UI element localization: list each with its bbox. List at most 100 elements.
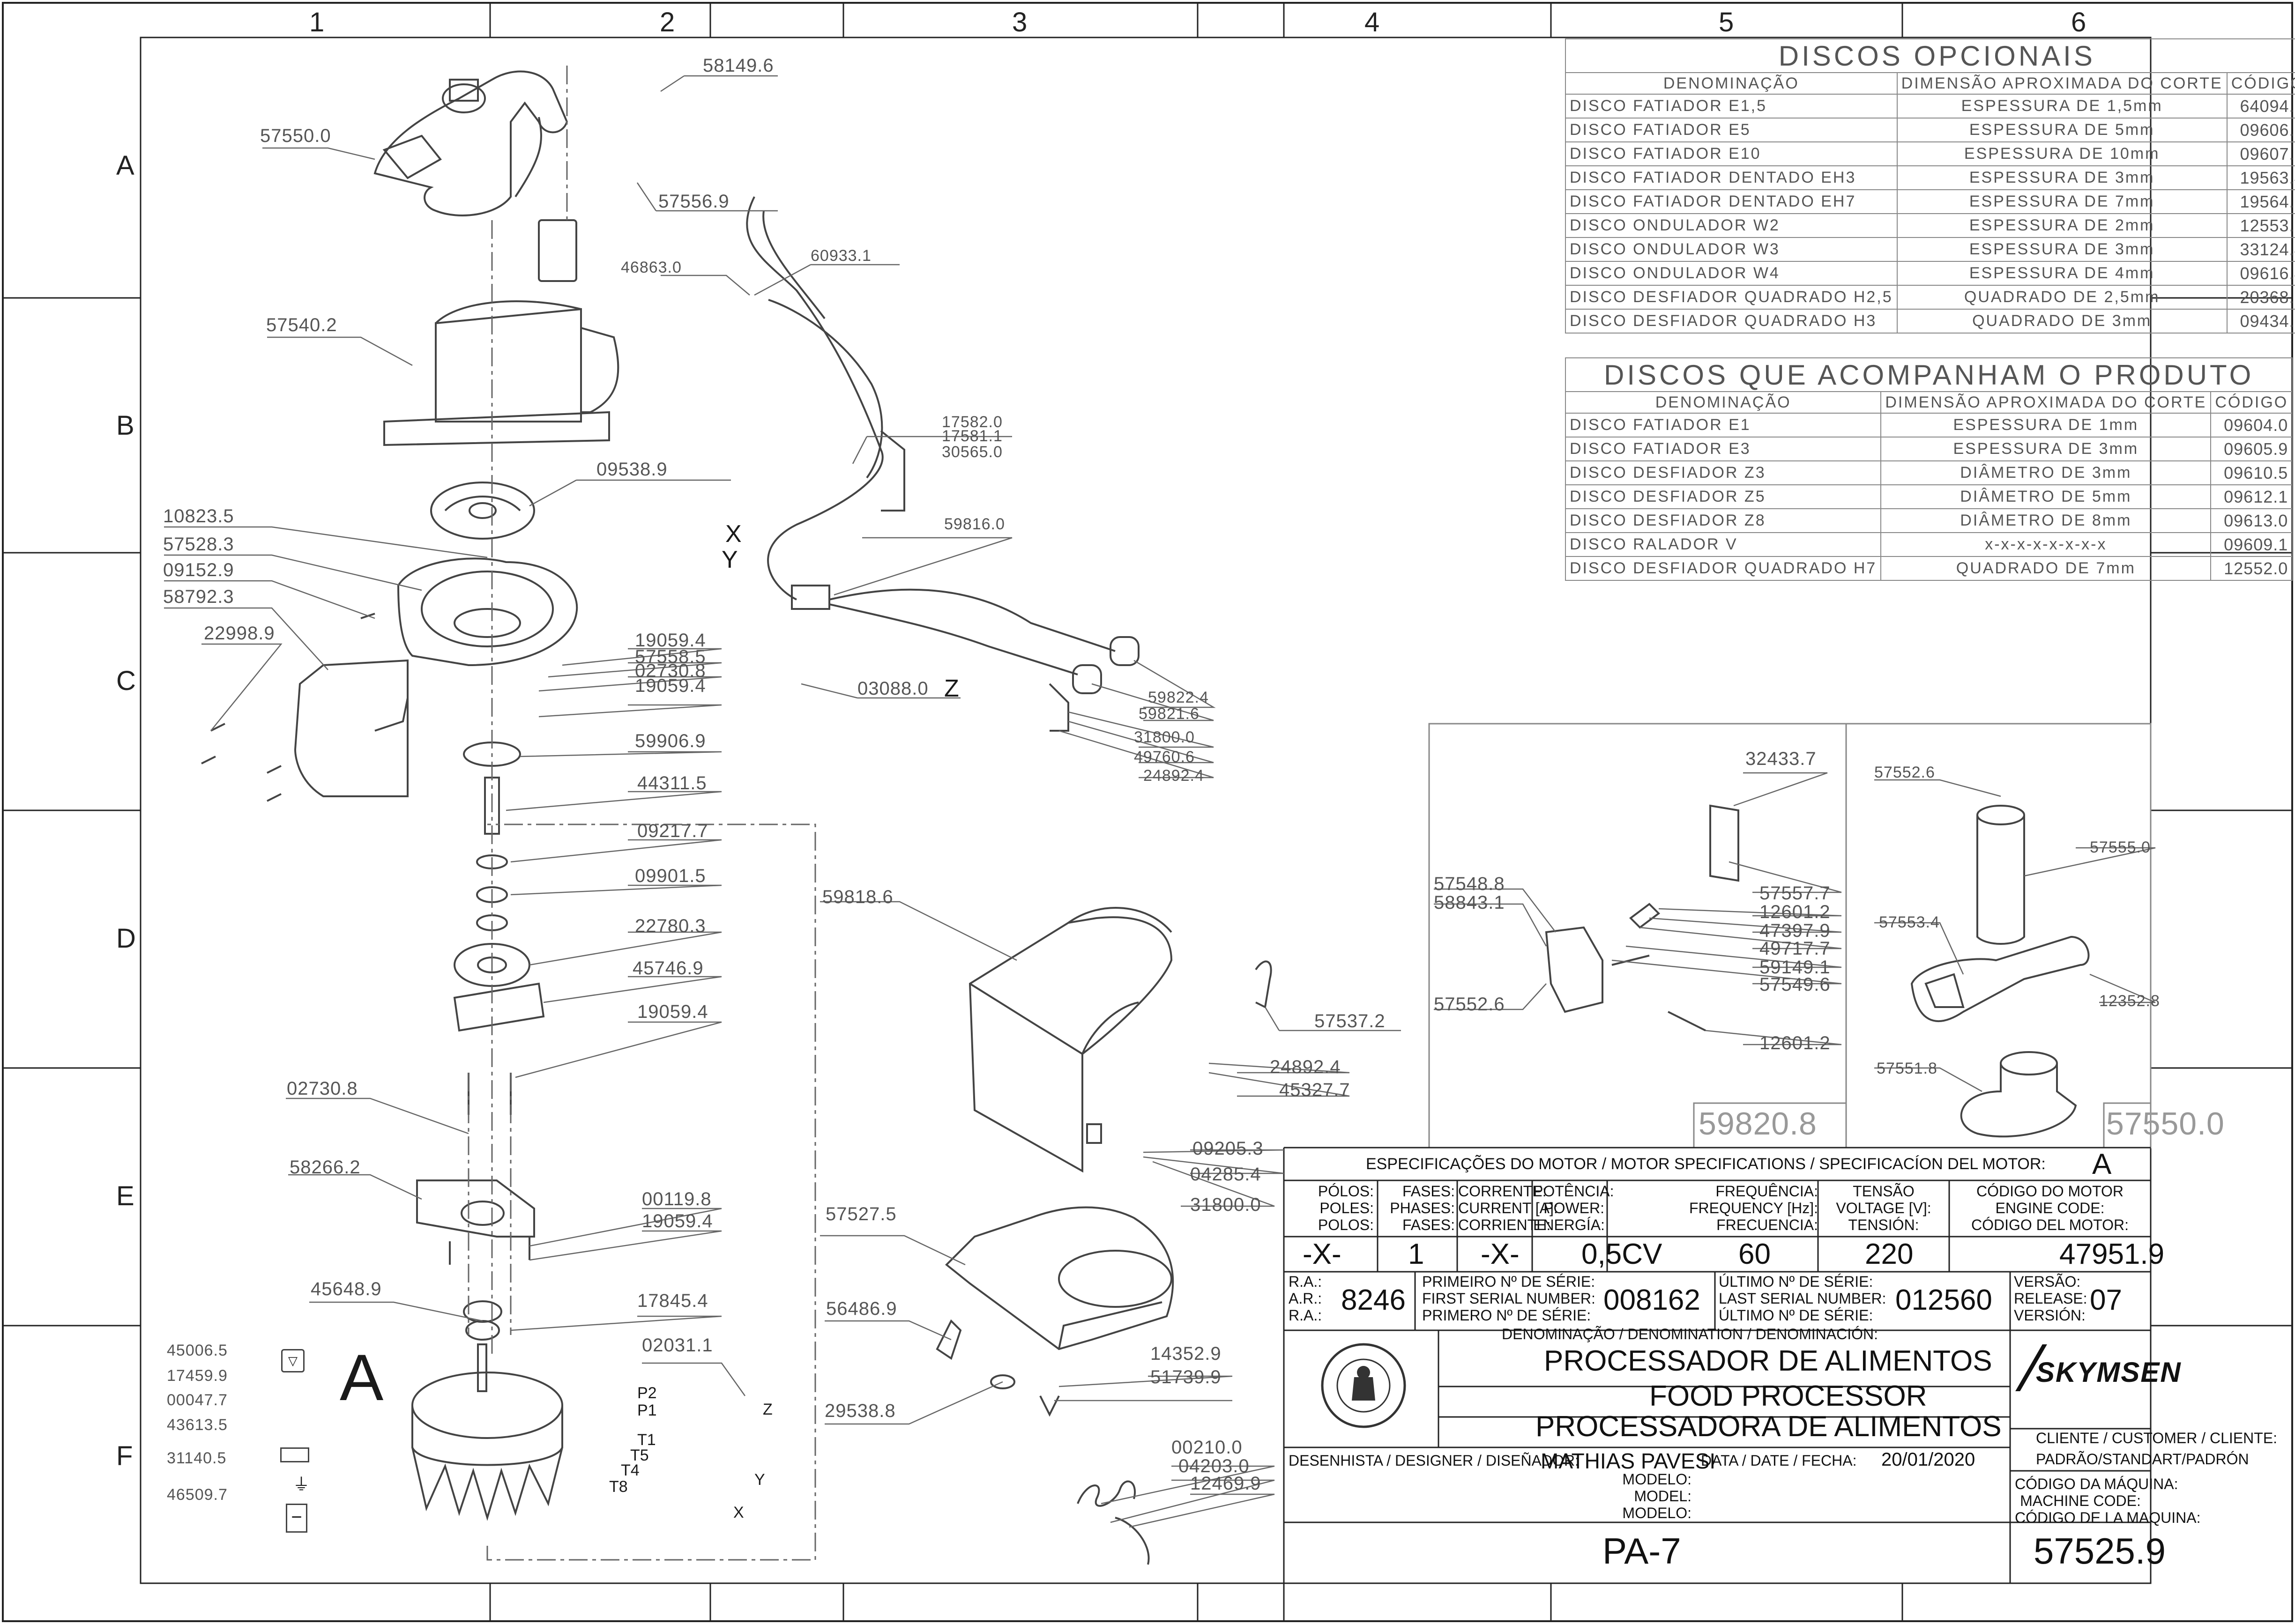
part-label: 46509.7 bbox=[167, 1486, 228, 1504]
included-discs-cell: DIÂMETRO DE 3mm bbox=[1880, 460, 2212, 485]
label-tag-icon bbox=[280, 1447, 309, 1462]
grid-row-c: C bbox=[116, 666, 136, 696]
poles-label: PÓLOS: POLES: POLOS: bbox=[1318, 1183, 1374, 1233]
included-discs-header-cell: DIMENSÃO APROXIMADA DO CORTE bbox=[1880, 391, 2212, 414]
current-label: CORRENTE: CURRENT [A]: CORRIENTE: bbox=[1458, 1183, 1558, 1233]
grid-row-b: B bbox=[116, 410, 134, 441]
part-label: 09217.7 bbox=[637, 821, 708, 841]
part-label: 24892.4 bbox=[1143, 767, 1204, 785]
part-label: 57548.8 bbox=[1434, 874, 1505, 894]
model-value: PA-7 bbox=[1602, 1530, 1681, 1572]
part-label: 24892.4 bbox=[1270, 1057, 1341, 1077]
grid-col-2: 2 bbox=[660, 7, 675, 37]
included-discs-header-cell: CÓDIGO bbox=[2210, 391, 2293, 414]
part-label: 57555.0 bbox=[2090, 838, 2151, 856]
optional-discs-cell: DISCO DESFIADOR QUADRADO H3 bbox=[1565, 309, 1898, 334]
part-label: 00210.0 bbox=[1171, 1437, 1243, 1458]
phases-label: FASES: PHASES: FASES: bbox=[1390, 1183, 1455, 1233]
product-name-es: PROCESSADORA DE ALIMENTOS bbox=[1535, 1410, 2002, 1443]
part-label: 30565.0 bbox=[942, 443, 1003, 461]
part-label: 00047.7 bbox=[167, 1391, 228, 1409]
optional-discs-cell: 09607.5 bbox=[2226, 141, 2295, 166]
wire-label-p1: P1 bbox=[637, 1402, 657, 1419]
part-label: 57553.4 bbox=[1879, 913, 1940, 931]
optional-discs-header-cell: DENOMINAÇÃO bbox=[1565, 72, 1898, 95]
part-label: 31800.0 bbox=[1190, 1194, 1261, 1215]
denomination-label: DENOMINAÇÃO / DENOMINATION / DENOMINACIÓ… bbox=[1502, 1326, 1878, 1342]
optional-discs-cell: DISCO FATIADOR DENTADO EH3 bbox=[1565, 165, 1898, 190]
stamp-icon bbox=[1321, 1343, 1406, 1428]
part-label: 19059.4 bbox=[635, 630, 706, 651]
current-value: -X- bbox=[1481, 1238, 1520, 1270]
grid-row-a: A bbox=[116, 150, 134, 181]
brand-logo: SKYMSEN bbox=[2036, 1357, 2182, 1388]
optional-discs-cell: ESPESSURA DE 4mm bbox=[1896, 261, 2228, 286]
optional-discs-cell: 19563.4 bbox=[2226, 165, 2295, 190]
optional-discs-cell: 33124.4 bbox=[2226, 237, 2295, 262]
optional-discs-cell: 64094.8 bbox=[2226, 94, 2295, 119]
minus-symbol-icon: − bbox=[286, 1504, 307, 1533]
wire-label-t1: T1 bbox=[637, 1431, 656, 1449]
part-label: 57540.2 bbox=[266, 315, 337, 335]
part-label: 31800.0 bbox=[1134, 728, 1195, 746]
included-discs-cell: 09613.0 bbox=[2210, 508, 2293, 533]
included-discs-cell: 12552.0 bbox=[2210, 556, 2293, 581]
ra-label: R.A.: A.R.: R.A.: bbox=[1289, 1273, 1322, 1324]
grid-row-d: D bbox=[116, 923, 136, 954]
frequency-value: 60 bbox=[1738, 1238, 1771, 1270]
included-discs-cell: DIÂMETRO DE 8mm bbox=[1880, 508, 2212, 533]
part-label: 57549.6 bbox=[1759, 974, 1831, 995]
part-label: 09901.5 bbox=[635, 866, 706, 886]
optional-discs-cell: 12553.9 bbox=[2226, 213, 2295, 238]
wire-label-z: Z bbox=[944, 675, 959, 702]
included-discs-cell: DISCO DESFIADOR Z3 bbox=[1565, 460, 1882, 485]
part-label: 59822.4 bbox=[1148, 689, 1209, 706]
part-label: 09205.3 bbox=[1192, 1138, 1264, 1159]
optional-discs-header-cell: CÓDIGO bbox=[2226, 72, 2295, 95]
machine-code-label: CÓDIGO DA MÁQUINA: MACHINE CODE: CÓDIGO … bbox=[2015, 1476, 2201, 1526]
last-serial-label: ÚLTIMO Nº DE SÉRIE: LAST SERIAL NUMBER: … bbox=[1719, 1273, 1886, 1324]
part-label: 43613.5 bbox=[167, 1416, 228, 1434]
authorized-service-stamp bbox=[1298, 1340, 1429, 1429]
voltage-value: 220 bbox=[1865, 1238, 1914, 1270]
part-label: 59816.0 bbox=[944, 515, 1005, 533]
part-label: 59149.1 bbox=[1759, 957, 1831, 978]
optional-discs-cell: 09606.7 bbox=[2226, 118, 2295, 142]
grid-col-5: 5 bbox=[1719, 7, 1734, 37]
part-label: 57552.6 bbox=[1434, 994, 1505, 1015]
machine-code-value: 57525.9 bbox=[2034, 1530, 2166, 1572]
included-discs-header-cell: DENOMINAÇÃO bbox=[1565, 391, 1882, 414]
included-discs-cell: QUADRADO DE 7mm bbox=[1880, 556, 2212, 581]
ra-value: 8246 bbox=[1341, 1284, 1406, 1316]
poles-value: -X- bbox=[1303, 1238, 1341, 1270]
version-label: VERSÃO: RELEASE: VERSIÓN: bbox=[2014, 1273, 2087, 1324]
engine-code-value: 47951.9 bbox=[2059, 1238, 2165, 1270]
part-label: 56486.9 bbox=[826, 1298, 897, 1319]
engine-code-label: CÓDIGO DO MOTOR ENGINE CODE: CÓDIGO DEL … bbox=[1971, 1183, 2129, 1233]
version-value: 07 bbox=[2090, 1284, 2122, 1316]
wire-label-y: Y bbox=[722, 546, 738, 573]
optional-discs-cell: ESPESSURA DE 10mm bbox=[1896, 141, 2228, 166]
included-discs-cell: 09610.5 bbox=[2210, 460, 2293, 485]
part-label: 09538.9 bbox=[596, 459, 668, 480]
part-label: 45746.9 bbox=[633, 958, 704, 979]
included-discs-cell: DISCO DESFIADOR Z5 bbox=[1565, 484, 1882, 509]
wire-label-z2: Z bbox=[763, 1401, 773, 1418]
optional-discs-cell: ESPESSURA DE 7mm bbox=[1896, 189, 2228, 214]
first-serial-label: PRIMEIRO Nº DE SÉRIE: FIRST SERIAL NUMBE… bbox=[1422, 1273, 1595, 1324]
part-label: 45327.7 bbox=[1279, 1080, 1350, 1100]
wire-label-t4: T4 bbox=[621, 1461, 640, 1479]
included-discs-cell: ESPESSURA DE 3mm bbox=[1880, 437, 2212, 461]
optional-discs-cell: 19564.2 bbox=[2226, 189, 2295, 214]
model-label: MODELO: MODEL: MODELO: bbox=[1622, 1471, 1691, 1521]
